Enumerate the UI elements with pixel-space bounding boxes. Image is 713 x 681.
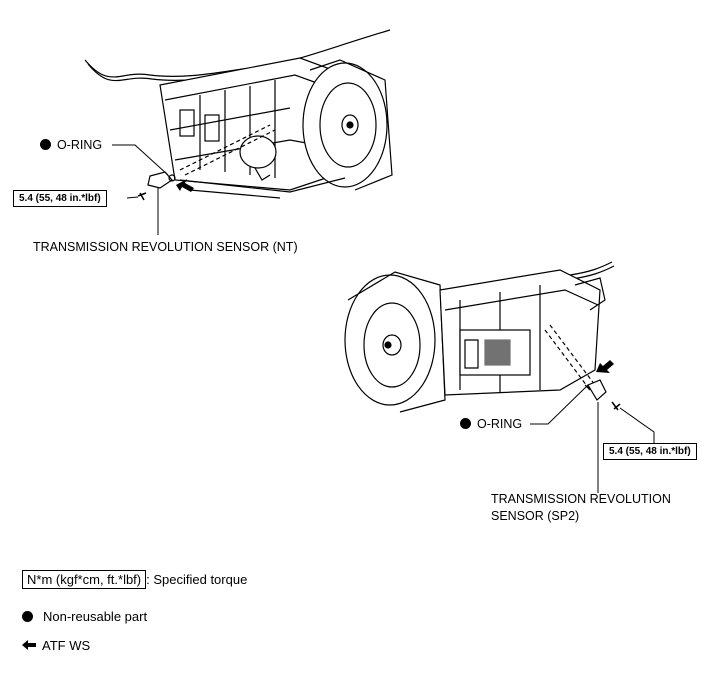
bottom-transmission-drawing bbox=[344, 261, 621, 413]
top-oring-label: O-RING bbox=[40, 138, 102, 152]
legend-torque-desc: : Specified torque bbox=[146, 572, 248, 587]
non-reusable-dot-icon bbox=[22, 611, 33, 622]
top-torque-box: 5.4 (55, 48 in.*lbf) bbox=[13, 190, 107, 207]
bottom-oring-label: O-RING bbox=[460, 417, 522, 431]
top-atf-arrow-icon bbox=[176, 179, 194, 192]
bottom-leader-lines bbox=[530, 384, 655, 493]
legend-torque-row: N*m (kgf*cm, ft.*lbf): Specified torque bbox=[22, 570, 248, 589]
legend-nonreusable-row: Non-reusable part bbox=[22, 609, 147, 624]
non-reusable-dot-icon bbox=[460, 418, 471, 429]
legend-torque-unit: N*m (kgf*cm, ft.*lbf) bbox=[22, 570, 147, 589]
top-leader-lines bbox=[112, 144, 169, 235]
bottom-torque-box: 5.4 (55, 48 in.*lbf) bbox=[603, 443, 697, 460]
bottom-sensor-label-line2: SENSOR (SP2) bbox=[491, 509, 580, 523]
atf-arrow-icon bbox=[22, 640, 36, 650]
legend-atf-row: ATF WS bbox=[22, 638, 90, 653]
non-reusable-dot-icon bbox=[40, 139, 51, 150]
top-transmission-drawing bbox=[84, 29, 393, 201]
bottom-sensor-label-line1: TRANSMISSION REVOLUTION bbox=[491, 492, 671, 506]
top-sensor-label: TRANSMISSION REVOLUTION SENSOR (NT) bbox=[33, 240, 298, 254]
bottom-atf-arrow-icon bbox=[596, 360, 614, 373]
